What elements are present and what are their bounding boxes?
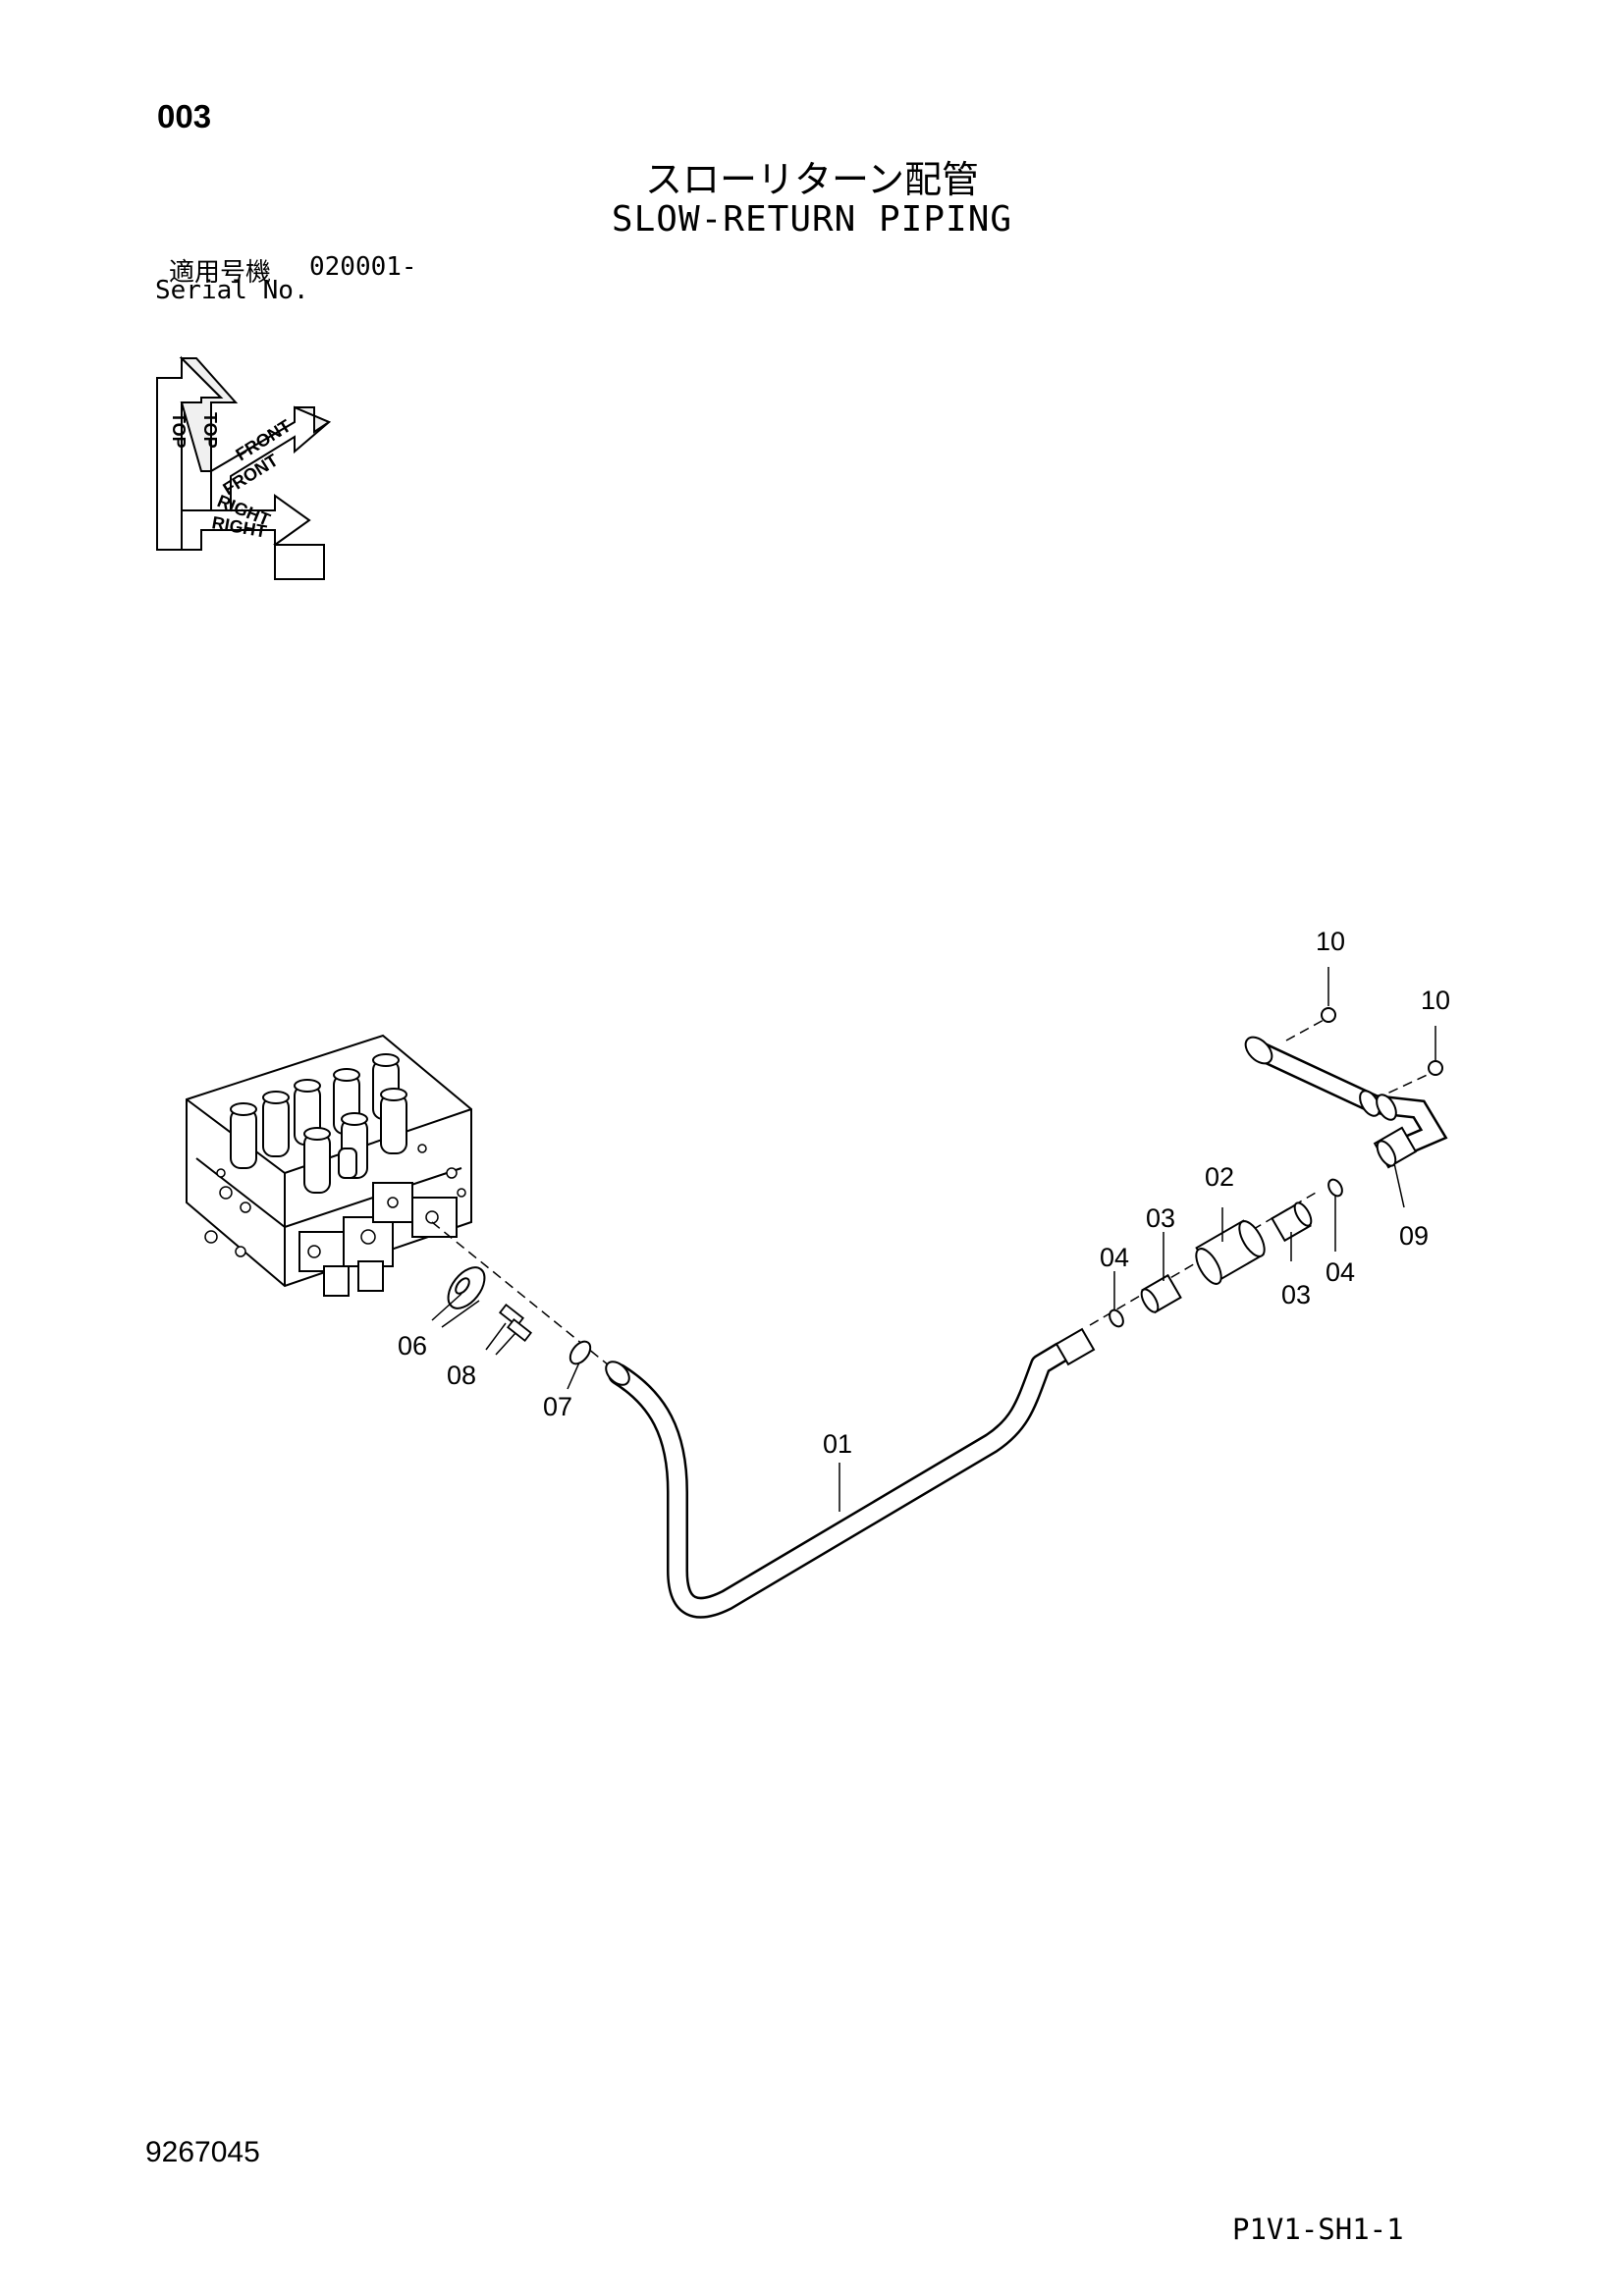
valve-spools bbox=[230, 1053, 407, 1194]
callout-04-left: 04 bbox=[1100, 1243, 1129, 1272]
page-title-japanese: スローリターン配管 bbox=[644, 158, 980, 201]
part-09-elbow-fitting bbox=[1373, 1126, 1418, 1169]
part-10-cap-lower bbox=[1428, 1060, 1443, 1076]
callout-10-lower: 10 bbox=[1421, 986, 1450, 1015]
front-arrow-side-icon bbox=[294, 406, 332, 434]
upper-pipe-mid-joint-2 bbox=[1376, 1094, 1397, 1121]
part-03-adapter-right bbox=[1271, 1201, 1313, 1243]
upper-pipe-fittings bbox=[1244, 1036, 1397, 1121]
callout-08: 08 bbox=[447, 1361, 476, 1390]
pipe-nut-right bbox=[1055, 1327, 1096, 1366]
front-arrow-icon bbox=[210, 405, 331, 511]
callout-labels: 01 02 03 03 04 04 06 07 08 09 10 10 bbox=[398, 927, 1450, 1459]
orientation-top-label-1: TOP bbox=[169, 412, 189, 449]
right-arrow-icon bbox=[181, 494, 311, 551]
part-04-o-ring-left bbox=[1109, 1308, 1124, 1328]
serial-label-english: Serial No. bbox=[155, 276, 309, 305]
leader-lines bbox=[431, 967, 1436, 1512]
callout-01: 01 bbox=[823, 1429, 852, 1459]
callout-03-right: 03 bbox=[1281, 1280, 1311, 1309]
top-arrow-side-icon bbox=[179, 357, 239, 472]
page-number: 003 bbox=[157, 98, 212, 134]
serial-number-range: 020001- bbox=[309, 252, 417, 282]
orientation-indicator: TOP TOP FRONT FRONT RIGHT RIGHT bbox=[156, 355, 332, 580]
part-07-o-ring bbox=[568, 1340, 592, 1365]
part-08-bolts bbox=[498, 1304, 533, 1342]
orientation-top-label-2: TOP bbox=[200, 412, 220, 449]
part-02-check-valve bbox=[1195, 1219, 1266, 1285]
part-10-cap-upper bbox=[1321, 1007, 1336, 1023]
part-01-pipe bbox=[608, 1342, 1071, 1619]
upper-pipe-left-end bbox=[1244, 1036, 1273, 1065]
pipe-end-left bbox=[605, 1361, 630, 1386]
part-06-flange bbox=[447, 1266, 486, 1309]
callout-06: 06 bbox=[398, 1331, 427, 1361]
callout-07: 07 bbox=[543, 1392, 572, 1421]
drawing-number: 9267045 bbox=[145, 2136, 260, 2168]
valve-port-holes bbox=[204, 1144, 466, 1258]
page-title-english: SLOW-RETURN PIPING bbox=[611, 199, 1013, 240]
callout-03-left: 03 bbox=[1146, 1203, 1175, 1233]
right-arrow-box-icon bbox=[274, 544, 325, 580]
part-04-o-ring-right bbox=[1327, 1178, 1343, 1198]
callout-04-right: 04 bbox=[1326, 1257, 1355, 1287]
part-03-adapter-left bbox=[1140, 1273, 1182, 1314]
control-valve-block bbox=[186, 1034, 472, 1297]
upper-pipe-assembly bbox=[1249, 1041, 1448, 1158]
pipe-end-fittings bbox=[605, 1327, 1096, 1386]
sheet-code: P1V1-SH1-1 bbox=[1232, 2213, 1404, 2246]
callout-09: 09 bbox=[1399, 1221, 1429, 1251]
serial-label-japanese: 適用号機 bbox=[169, 258, 272, 288]
callout-02: 02 bbox=[1205, 1162, 1234, 1192]
callout-10-upper: 10 bbox=[1316, 927, 1345, 956]
